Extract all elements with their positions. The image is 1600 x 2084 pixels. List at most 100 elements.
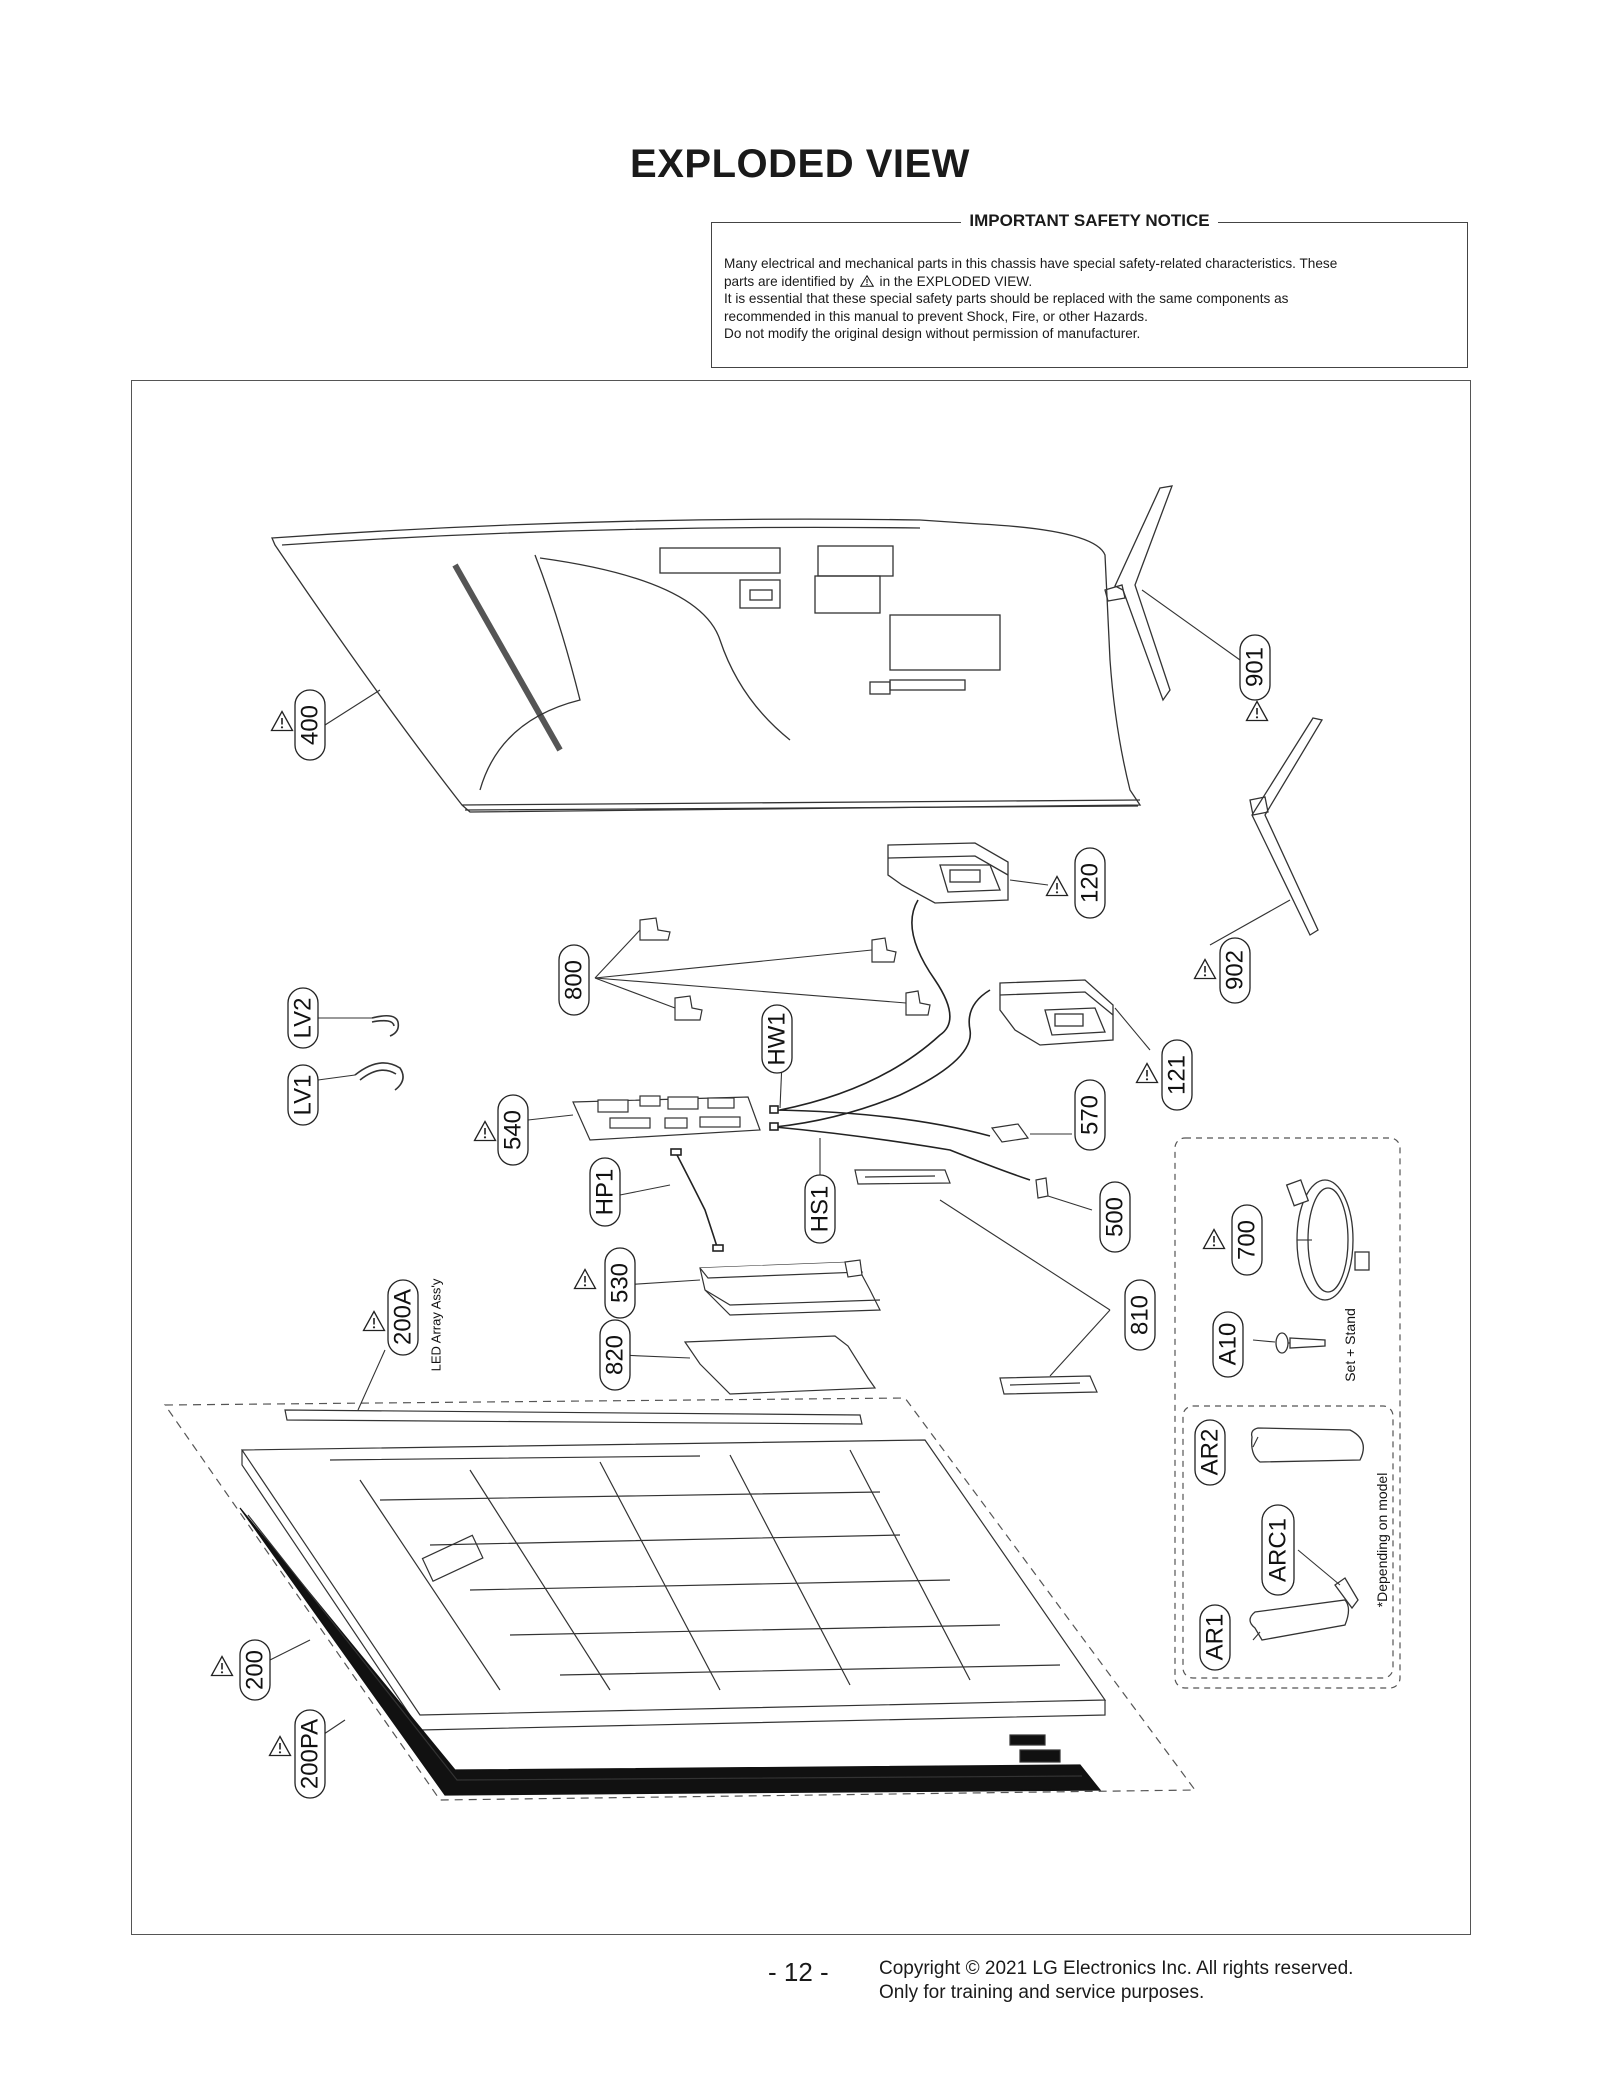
label-hw1: HW1 xyxy=(764,1012,791,1065)
label-200a: 200A xyxy=(390,1289,417,1345)
label-set-stand: Set + Stand xyxy=(1342,1308,1358,1382)
label-400: 400 xyxy=(297,705,324,745)
lvds-cables xyxy=(354,1014,404,1091)
callout-lv2: LV2 xyxy=(287,987,319,1049)
notice-line-3: It is essential that these special safet… xyxy=(724,291,1289,306)
callout-hw1: HW1 xyxy=(761,1004,793,1074)
power-board-120 xyxy=(887,842,1009,904)
display-module-200 xyxy=(163,1397,1197,1801)
label-700: 700 xyxy=(1234,1220,1261,1260)
notice-line-5: Do not modify the original design withou… xyxy=(724,326,1141,341)
main-board-540 xyxy=(572,1095,761,1141)
notice-line-4: recommended in this manual to prevent Sh… xyxy=(724,308,1148,324)
remote-ar1-icon xyxy=(1249,1599,1350,1641)
callout-ar1: AR1 xyxy=(1199,1604,1231,1671)
callout-lv1: LV1 xyxy=(287,1064,319,1126)
accessories xyxy=(1249,1179,1370,1641)
bracket-800-parts xyxy=(639,917,931,1021)
label-arc1: ARC1 xyxy=(1265,1518,1292,1582)
label-901: 901 xyxy=(1242,647,1269,687)
notice-line-2: parts are identified by in the EXPLODED … xyxy=(724,273,1033,289)
tray-530 xyxy=(699,1259,881,1316)
label-200: 200 xyxy=(242,1650,269,1690)
warning-triangle-icon xyxy=(1202,1228,1226,1250)
bracket-810 xyxy=(854,1169,1098,1395)
warning-triangle-icon xyxy=(268,1735,292,1757)
warning-triangle-icon xyxy=(1045,875,1069,897)
warning-triangle-icon xyxy=(573,1268,597,1290)
label-500: 500 xyxy=(1102,1197,1129,1237)
warning-triangle-icon xyxy=(473,1120,497,1142)
callout-902: 902 xyxy=(1193,937,1251,1004)
label-902: 902 xyxy=(1222,950,1249,990)
callout-820: 820 xyxy=(599,1319,631,1391)
warning-triangle-icon xyxy=(1245,700,1269,722)
warning-triangle-icon xyxy=(210,1655,234,1677)
label-200pa: 200PA xyxy=(297,1719,324,1789)
label-led-array: LED Array Ass'y xyxy=(429,1278,444,1371)
led-array-bar xyxy=(284,1409,863,1425)
back-cover xyxy=(271,518,1142,813)
label-810: 810 xyxy=(1127,1295,1154,1335)
safety-notice-title: IMPORTANT SAFETY NOTICE xyxy=(961,211,1218,230)
label-lv1: LV1 xyxy=(290,1075,317,1116)
callout-901: 901 xyxy=(1239,634,1271,722)
callout-500: 500 xyxy=(1099,1181,1131,1253)
callout-570: 570 xyxy=(1074,1079,1106,1151)
label-530: 530 xyxy=(607,1263,634,1303)
callout-700: 700 xyxy=(1202,1204,1263,1276)
part-callouts: 400 901 902 120 121 800 LV2 xyxy=(210,634,1390,1799)
copyright-line-1: Copyright © 2021 LG Electronics Inc. All… xyxy=(879,1958,1354,1979)
label-120: 120 xyxy=(1077,863,1104,903)
label-a10: A10 xyxy=(1215,1323,1242,1366)
label-hs1: HS1 xyxy=(807,1186,834,1233)
label-570: 570 xyxy=(1077,1095,1104,1135)
safety-notice-box: IMPORTANT SAFETY NOTICE Many electrical … xyxy=(711,211,1468,368)
callout-200pa: 200PA xyxy=(268,1709,326,1799)
label-540: 540 xyxy=(500,1110,527,1150)
callout-540: 540 xyxy=(473,1094,529,1166)
callout-200: 200 xyxy=(210,1639,271,1701)
safety-notice-body: Many electrical and mechanical parts in … xyxy=(724,255,1455,343)
warning-triangle-icon xyxy=(859,274,874,287)
callout-hp1: HP1 xyxy=(589,1157,621,1227)
label-121: 121 xyxy=(1164,1055,1191,1095)
warning-triangle-icon xyxy=(1135,1062,1159,1084)
callout-200a: 200A LED Array Ass'y xyxy=(362,1278,444,1371)
copyright-footer: Copyright © 2021 LG Electronics Inc. All… xyxy=(879,1957,1353,2005)
label-800: 800 xyxy=(561,960,588,1000)
remote-ar2-icon xyxy=(1250,1427,1364,1463)
sheet-820 xyxy=(683,1335,877,1395)
label-ar1: AR1 xyxy=(1202,1614,1229,1661)
page-title: EXPLODED VIEW xyxy=(630,142,970,186)
accessory-box xyxy=(1174,1137,1401,1689)
callout-ar2: AR2 xyxy=(1194,1419,1226,1486)
callout-121: 121 xyxy=(1135,1039,1193,1111)
notice-line-1: Many electrical and mechanical parts in … xyxy=(724,256,1338,271)
callout-800: 800 xyxy=(558,944,590,1016)
callout-530: 530 xyxy=(573,1247,636,1319)
callout-arc1: ARC1 *Depending on model xyxy=(1261,1473,1390,1608)
callout-a10: A10 Set + Stand xyxy=(1212,1308,1358,1382)
label-lv2: LV2 xyxy=(290,998,317,1039)
power-board-121 xyxy=(999,979,1114,1046)
label-ar2: AR2 xyxy=(1197,1429,1224,1476)
label-hp1: HP1 xyxy=(592,1169,619,1216)
copyright-line-2: Only for training and service purposes. xyxy=(879,1982,1205,2003)
harness-wires xyxy=(670,899,1031,1252)
callout-400: 400 xyxy=(270,689,326,761)
warning-triangle-icon xyxy=(1193,958,1217,980)
warning-triangle-icon xyxy=(362,1310,386,1332)
exploded-view-frame xyxy=(131,380,1471,1935)
page-number: - 12 - xyxy=(768,1957,829,1987)
label-depending-on-model: *Depending on model xyxy=(1374,1473,1390,1608)
callout-120: 120 xyxy=(1045,847,1106,919)
board-570 xyxy=(990,1123,1030,1143)
callout-hs1: HS1 xyxy=(804,1174,836,1244)
callout-810: 810 xyxy=(1124,1279,1156,1351)
stand-902 xyxy=(1249,717,1324,936)
board-500 xyxy=(1035,1177,1049,1199)
stand-901 xyxy=(1104,485,1174,702)
label-820: 820 xyxy=(602,1335,629,1375)
